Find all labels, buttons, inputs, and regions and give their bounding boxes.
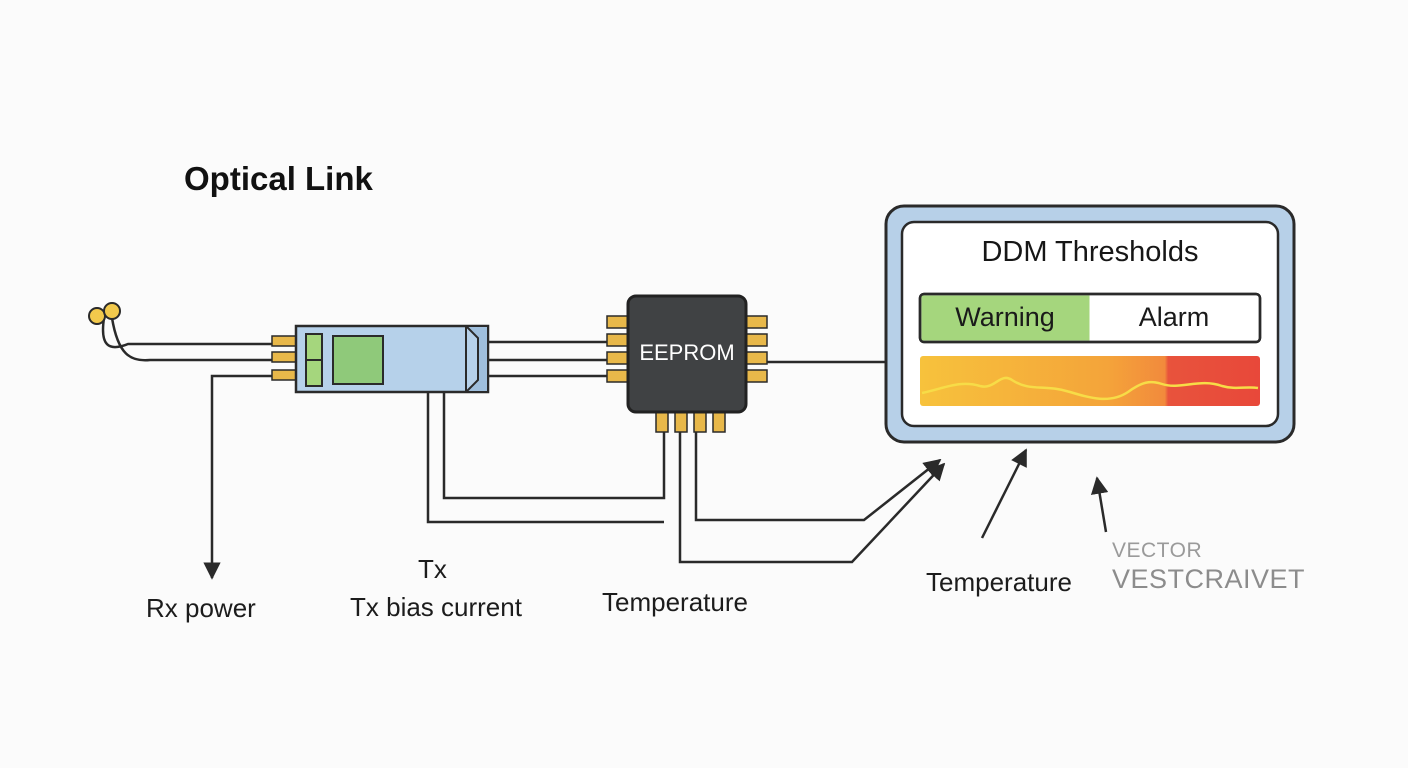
tx-caption: Tx (418, 554, 447, 584)
module-chip-wires (488, 340, 612, 378)
warning-label: Warning (955, 302, 1055, 332)
temperature-wires (678, 432, 946, 564)
ddm-thresholds-title: DDM Thresholds (981, 236, 1199, 268)
eeprom-chip-icon (606, 294, 768, 433)
temperature-arrow (980, 448, 1028, 539)
vector-arrow (1090, 476, 1109, 533)
transceiver-module-icon (271, 324, 490, 394)
tx-bias-wires (426, 392, 666, 524)
threshold-bar (918, 292, 1262, 344)
watermark-line2: VESTCRAIVET (1112, 564, 1306, 594)
threshold-gauge-icon (920, 356, 1260, 406)
watermark-line1: VECTOR (1112, 539, 1203, 562)
alarm-label: Alarm (1138, 302, 1210, 332)
diagram-title: Optical Link (184, 160, 373, 197)
temperature-caption-right: Temperature (926, 567, 1072, 597)
temperature-caption-left: Temperature (602, 587, 748, 617)
fiber-connector-icon (88, 302, 275, 362)
rx-power-caption: Rx power (146, 593, 256, 623)
tx-bias-caption: Tx bias current (350, 592, 522, 622)
eeprom-label: EEPROM (639, 340, 735, 365)
rx-power-arrow (203, 374, 275, 580)
